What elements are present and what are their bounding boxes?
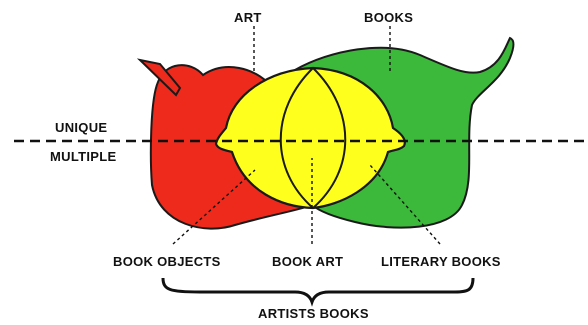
artists-books-label: ARTISTS BOOKS — [258, 306, 369, 321]
book-art-label: BOOK ART — [272, 254, 343, 269]
literary-books-label: LITERARY BOOKS — [381, 254, 501, 269]
artists-books-bracket — [163, 278, 473, 302]
art-label: ART — [234, 10, 262, 25]
book-objects-label: BOOK OBJECTS — [113, 254, 221, 269]
unique-label: UNIQUE — [55, 120, 107, 135]
multiple-label: MULTIPLE — [50, 149, 116, 164]
books-label: BOOKS — [364, 10, 413, 25]
